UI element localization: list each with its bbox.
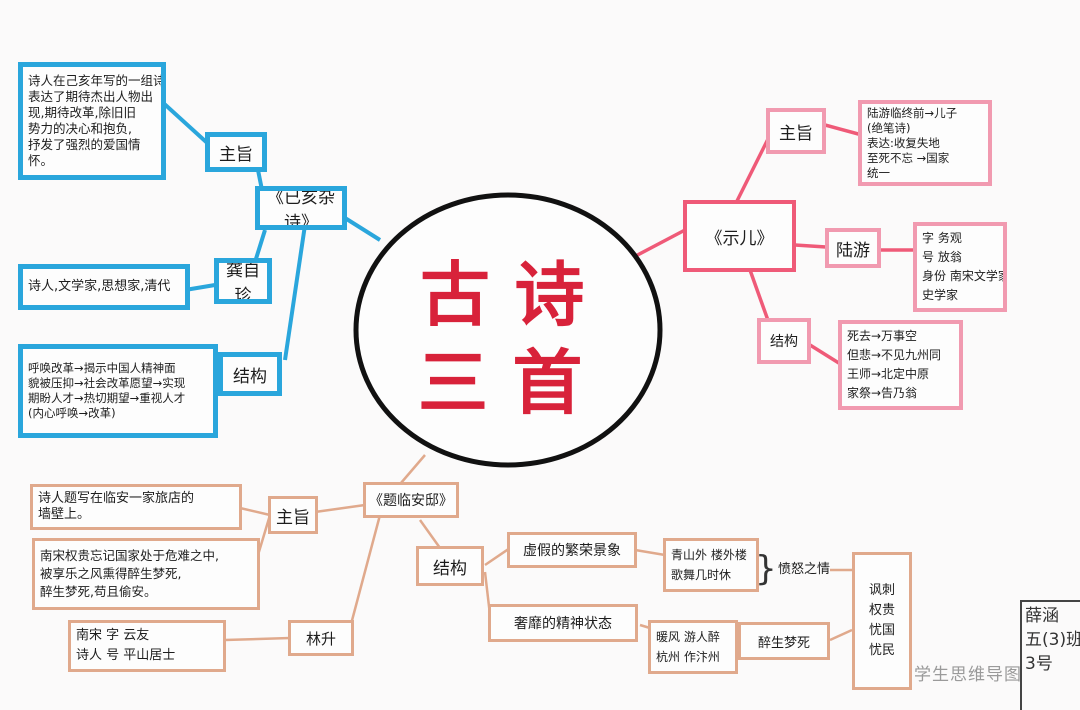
poem3-theme-line: 诗人题写在临安一家旅店的 <box>38 491 195 506</box>
poem2-author-line: 号 放翁 <box>922 250 962 264</box>
student-signature: 薛涵 五(3)班 3号 <box>1020 600 1080 710</box>
poem3-branch2-text-box: 暖风 游人醉 杭州 作汴州 <box>648 620 738 674</box>
poem3-final-line: 权贵 <box>868 603 895 618</box>
poem3-title: 《题临安邸》 <box>363 482 459 518</box>
signature-line: 薛涵 <box>1025 606 1059 626</box>
poem3-author-line: 南宋 字 云友 <box>76 628 150 643</box>
poem1-theme-line: 抒发了强烈的爱国情 <box>28 137 141 152</box>
poem3-author-label: 林升 <box>288 620 354 656</box>
center-title-line2: 三 首 <box>418 341 583 424</box>
poem2-author-line: 史学家 <box>922 288 959 302</box>
signature-line: 3号 <box>1025 654 1053 674</box>
poem2-theme-line: 统一 <box>867 165 890 180</box>
poem3-theme-text-box: 诗人题写在临安一家旅店的 墙壁上。 <box>30 484 242 530</box>
brace-1: } <box>755 549 777 589</box>
poem3-final-line: 忧民 <box>868 643 895 658</box>
poem2-title: 《示儿》 <box>683 200 796 272</box>
poem3-branch2-result: 醉生梦死 <box>738 622 830 660</box>
blue-connectors <box>158 98 382 382</box>
poem3-background-line: 被享乐之风熏得醉生梦死, <box>40 566 182 581</box>
poem3-branch1-text-box: 青山外 楼外楼歌舞几时休 <box>663 538 759 592</box>
poem2-structure-line: 死去→万事空 <box>847 329 918 343</box>
poem1-author-label: 龚自珍 <box>214 258 272 304</box>
poem3-theme-line: 墙壁上。 <box>38 507 91 522</box>
poem3-background-text-box: 南宋权贵忘记国家处于危难之中, 被享乐之风熏得醉生梦死, 醉生梦死,苟且偷安。 <box>32 538 260 610</box>
poem3-background-line: 醉生梦死,苟且偷安。 <box>40 584 157 599</box>
poem2-structure-text-box: 死去→万事空 但悲→不见九州同 王师→北定中原 家祭→告乃翁 <box>838 320 963 410</box>
poem2-structure-line: 但悲→不见九州同 <box>847 348 942 362</box>
poem2-theme-label: 主旨 <box>766 108 826 154</box>
poem3-branch1-label: 虚假的繁荣景象 <box>507 532 637 568</box>
poem1-structure-line: 呼唤改革→揭示中国人精神面 <box>28 361 176 375</box>
poem1-theme-line: 表达了期待杰出人物出 <box>28 89 154 104</box>
poem3-branch1-line: 歌舞几时休 <box>671 568 732 582</box>
poem1-structure-text-box: 呼唤改革→揭示中国人精神面 貌被压抑→社会改革愿望→实现 期盼人才→热切期望→重… <box>18 344 218 438</box>
poem1-structure-line: 期盼人才→热切期望→重视人才 <box>28 391 186 405</box>
poem2-theme-line: 表达:收复失地 <box>867 135 940 150</box>
poem3-author-line: 诗人 号 平山居士 <box>76 648 176 663</box>
poem3-branch2-label: 奢靡的精神状态 <box>488 604 638 642</box>
poem2-author-line: 身份 南宋文学家 <box>922 269 1007 283</box>
poem1-author-text: 诗人,文学家,思想家,清代 <box>18 264 190 310</box>
poem3-background-line: 南宋权贵忘记国家处于危难之中, <box>40 548 219 563</box>
poem3-structure-label: 结构 <box>416 546 484 586</box>
center-circle <box>353 192 663 468</box>
poem2-structure-line: 家祭→告乃翁 <box>847 386 918 400</box>
poem3-final-text-box: 讽刺 权贵 忧国 忧民 <box>852 552 912 690</box>
poem1-structure-label: 结构 <box>218 352 282 396</box>
center-title-line1: 古 诗 <box>420 253 585 336</box>
poem3-final-line: 讽刺 <box>868 583 895 598</box>
poem2-theme-line: 陆游临终前→儿子 <box>867 105 958 120</box>
poem2-author-text-box: 字 务观 号 放翁 身份 南宋文学家 史学家 <box>913 222 1007 312</box>
poem2-theme-line: 至死不忘 →国家 <box>867 150 950 165</box>
poem1-structure-line: (内心呼唤→改革) <box>28 406 116 420</box>
poem1-theme-line: 诗人在己亥年写的一组诗 <box>28 73 166 88</box>
poem2-structure-line: 王师→北定中原 <box>847 367 930 381</box>
poem2-theme-text-box: 陆游临终前→儿子 (绝笔诗) 表达:收复失地 至死不忘 →国家 统一 <box>858 100 992 186</box>
watermark: 学生思维导图 <box>914 665 1022 685</box>
poem1-structure-line: 貌被压抑→社会改革愿望→实现 <box>28 376 186 390</box>
poem2-author-line: 字 务观 <box>922 231 962 245</box>
poem3-author-text-box: 南宋 字 云友 诗人 号 平山居士 <box>68 620 226 672</box>
poem1-theme-line: 怀。 <box>28 153 54 168</box>
poem1-title: 《已亥杂诗》 <box>255 186 347 230</box>
poem3-branch1-line: 青山外 楼外楼 <box>671 548 747 562</box>
poem1-theme-text-box: 诗人在己亥年写的一组诗 表达了期待杰出人物出 现,期待改革,除旧旧 势力的决心和… <box>18 62 166 180</box>
poem3-branch2-line: 杭州 作汴州 <box>656 650 720 664</box>
poem2-author-label: 陆游 <box>825 228 881 268</box>
poem3-branch1-result: 愤怒之情 <box>777 561 830 577</box>
poem1-theme-label: 主旨 <box>205 132 267 172</box>
poem3-branch2-line: 暖风 游人醉 <box>656 630 720 644</box>
poem2-theme-line: (绝笔诗) <box>867 120 911 135</box>
poem2-structure-label: 结构 <box>757 318 811 364</box>
poem1-theme-line: 现,期待改革,除旧旧 <box>28 105 136 120</box>
poem1-theme-line: 势力的决心和抱负, <box>28 121 132 136</box>
signature-line: 五(3)班 <box>1025 630 1080 650</box>
poem3-theme-label: 主旨 <box>268 496 318 534</box>
poem3-final-line: 忧国 <box>868 623 895 638</box>
